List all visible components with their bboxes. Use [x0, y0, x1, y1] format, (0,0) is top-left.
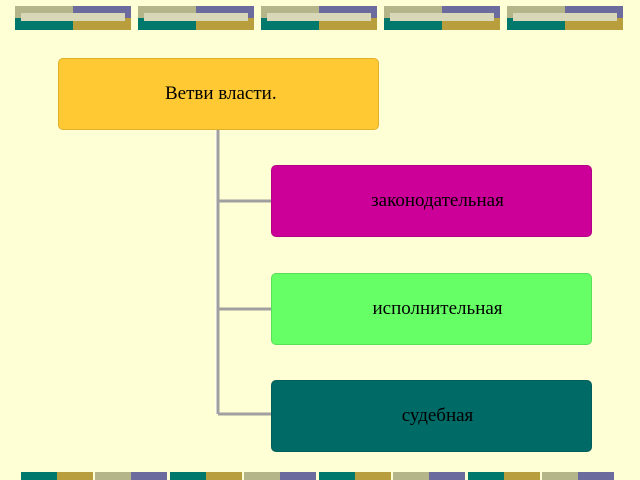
- top-decoration: [0, 0, 640, 34]
- decor-tile: [138, 6, 254, 30]
- node-executive[interactable]: исполнительная: [271, 273, 592, 345]
- decor-tile: [15, 6, 131, 30]
- root-node-label: Ветви власти.: [165, 83, 277, 104]
- node-judicial-label: судебная: [401, 405, 474, 426]
- bottom-decoration: [0, 472, 640, 480]
- decor-tile: [261, 6, 377, 30]
- node-judicial[interactable]: судебная: [271, 380, 592, 452]
- node-legislative-label: законодательная: [371, 190, 504, 211]
- decor-tile: [384, 6, 500, 30]
- node-legislative[interactable]: законодательная: [271, 165, 592, 237]
- decor-tile: [507, 6, 623, 30]
- root-node-branches-of-power[interactable]: Ветви власти.: [58, 58, 379, 130]
- node-executive-label: исполнительная: [372, 298, 503, 319]
